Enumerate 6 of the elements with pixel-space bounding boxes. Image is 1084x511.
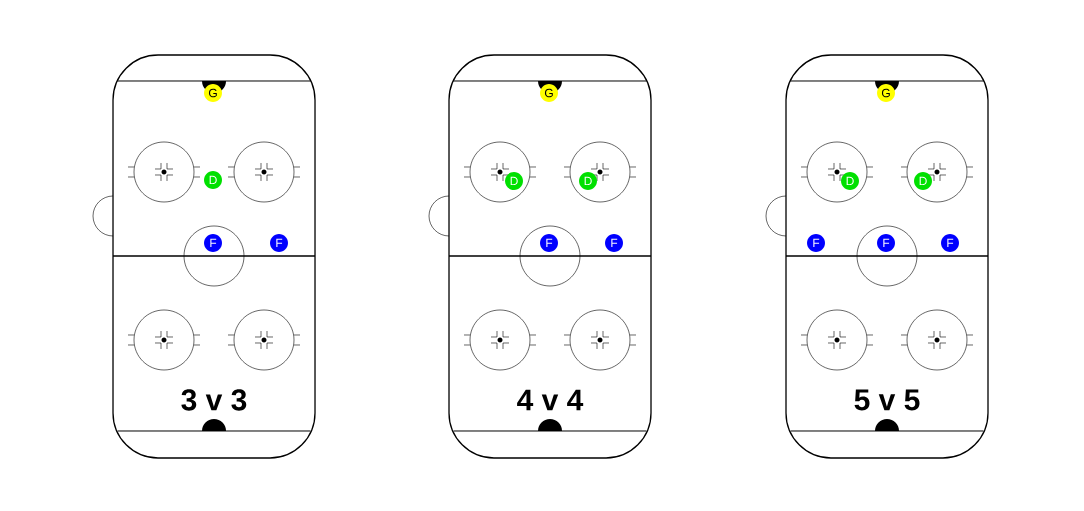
score-label: 3 v 3 bbox=[181, 389, 247, 411]
score-label: 4 v 4 bbox=[517, 389, 584, 411]
rink-drawing bbox=[765, 54, 989, 459]
score-label: 5 v 5 bbox=[854, 389, 920, 411]
rink-drawing bbox=[92, 54, 316, 459]
rink-drawing bbox=[428, 54, 652, 459]
